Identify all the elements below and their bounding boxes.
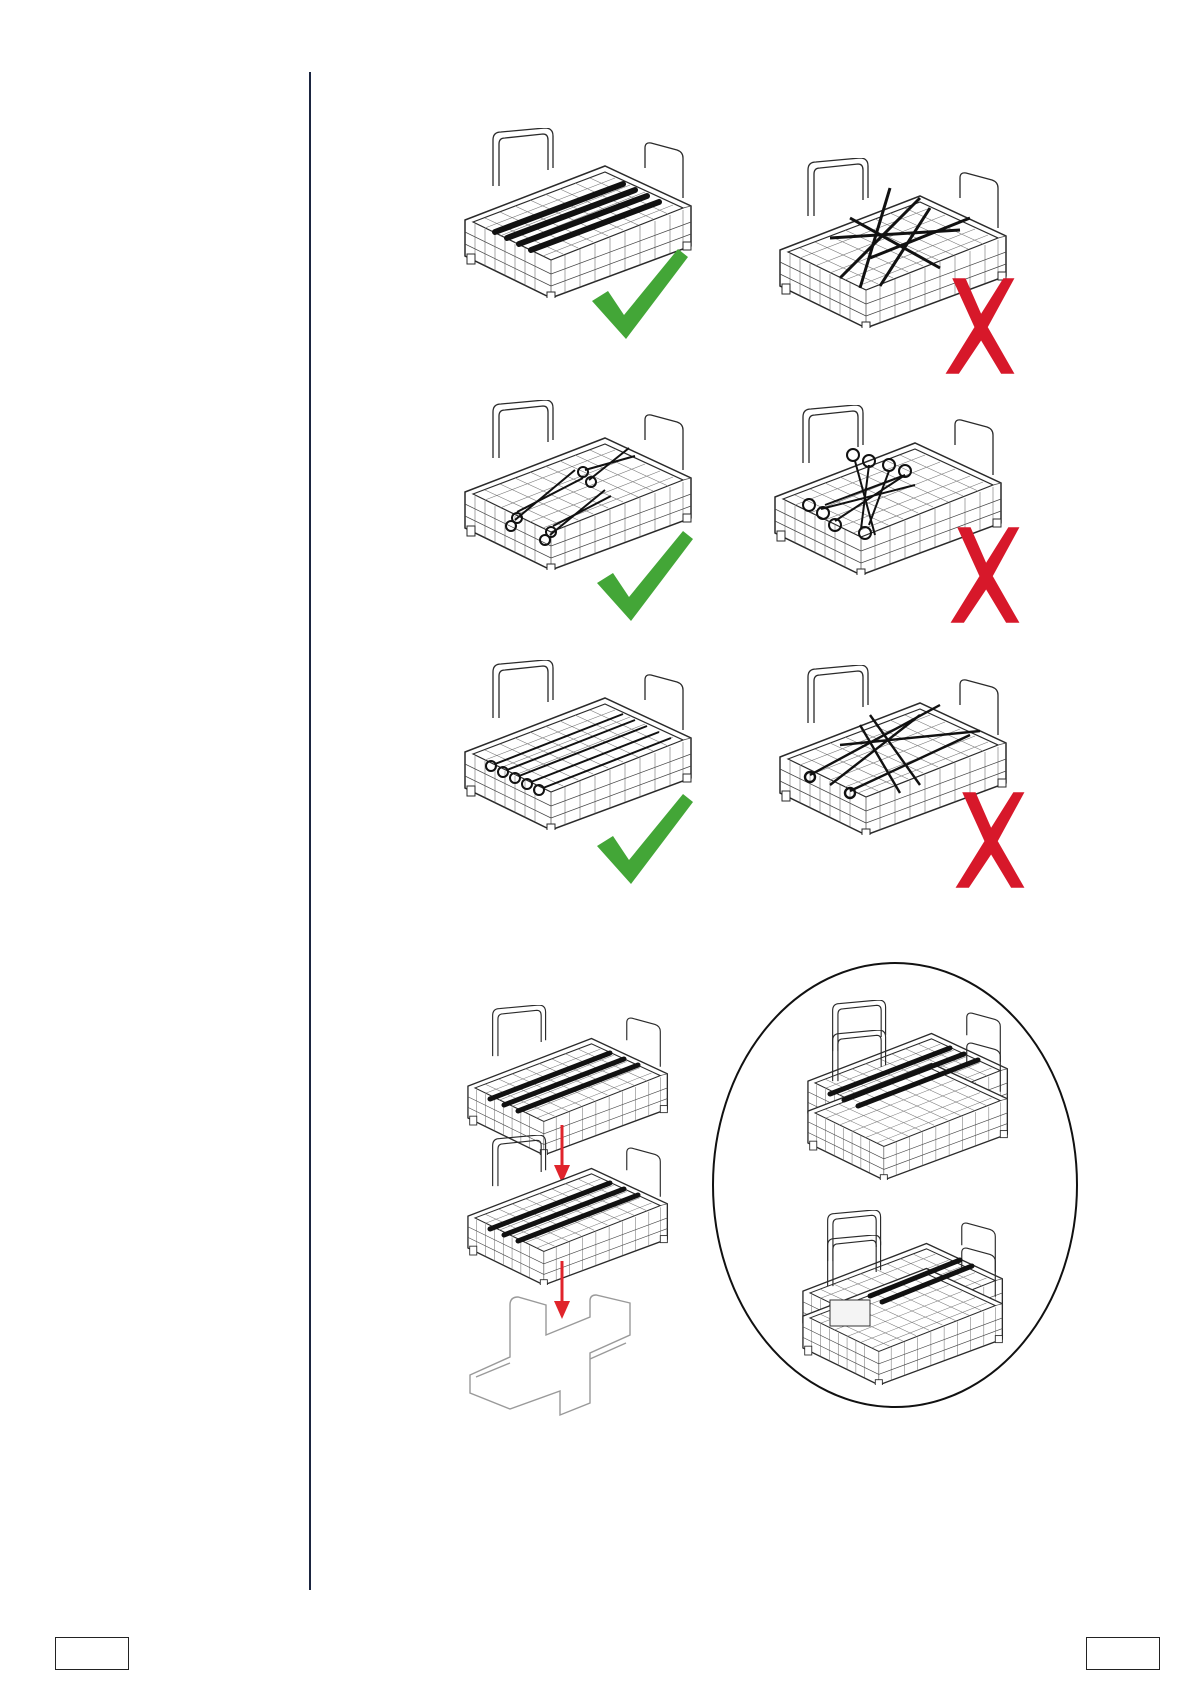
cross-icon	[951, 527, 1020, 623]
page-margin-rule	[309, 72, 311, 1590]
stacked-baskets-top	[808, 1000, 1007, 1182]
footer-box-left	[55, 1637, 129, 1670]
stacking-sequence	[450, 1005, 690, 1425]
upper-basket	[468, 1005, 667, 1157]
correct-loading-clamps	[455, 660, 715, 900]
stacked-baskets-detail	[710, 960, 1080, 1410]
correct-loading-aligned-instruments	[455, 128, 715, 358]
incorrect-loading-piled-instruments	[770, 158, 1030, 378]
lower-basket	[468, 1135, 667, 1287]
stacked-baskets-bottom	[803, 1210, 1002, 1387]
correct-loading-scissors	[455, 400, 715, 640]
footer-box-right	[1086, 1637, 1160, 1670]
basket-stand	[470, 1295, 630, 1415]
cross-icon	[956, 792, 1025, 888]
incorrect-loading-piled-scissors	[765, 405, 1035, 635]
incorrect-loading-piled-clamps	[770, 665, 1040, 895]
